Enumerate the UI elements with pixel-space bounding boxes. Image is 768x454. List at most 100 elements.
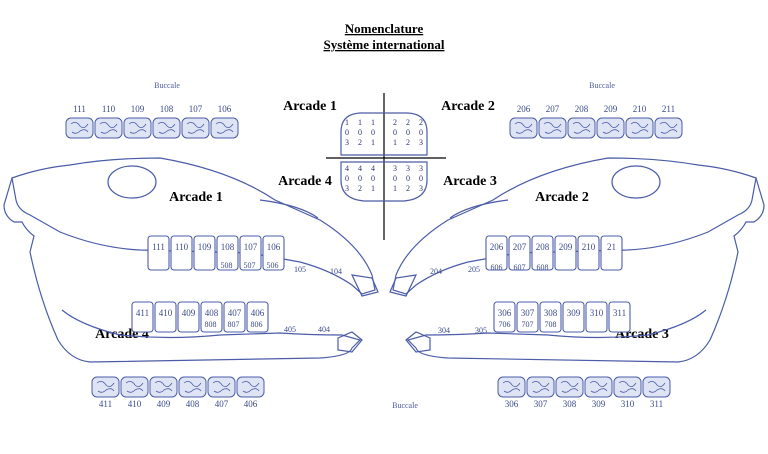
left-upper-premolar-104: 104 [330, 267, 342, 276]
occ-bottom-right-label-310: 310 [621, 399, 635, 409]
occ-bottom-left-tooth-pattern-411 [96, 381, 115, 393]
right-nasal-line [449, 199, 509, 219]
inc-lower-digit-403-0: 4 [345, 164, 349, 173]
left-upper-label-111: 111 [152, 242, 165, 252]
occ-bottom-right-tooth-pattern-311 [647, 381, 666, 393]
inc-upper-digit-203-0: 2 [419, 118, 423, 127]
occ-top-right-label-207: 207 [546, 104, 560, 114]
occ-top-right-tooth-pattern-207 [543, 122, 562, 134]
inc-upper-digit-202-1: 0 [406, 128, 410, 137]
occ-top-left-label-108: 108 [160, 104, 174, 114]
occ-bottom-right-label-306: 306 [505, 399, 519, 409]
lower-incisor-arch [340, 161, 428, 202]
occ-bottom-left-label-407: 407 [215, 399, 229, 409]
inc-lower-digit-303-2: 3 [419, 184, 423, 193]
right-upper-incisor [389, 274, 418, 297]
right-upper-premolar-205: 205 [468, 265, 480, 274]
left-upper-tooth-110 [170, 235, 193, 271]
occ-top-left-label-111: 111 [73, 104, 86, 114]
right-upper-label-209: 209 [559, 242, 573, 252]
occ-bottom-right-tooth-310 [613, 376, 642, 398]
left-skull-lower-contour [3, 177, 362, 363]
arcade-3-label-top: Arcade 3 [443, 174, 497, 189]
occ-top-right-label-210: 210 [633, 104, 647, 114]
inc-lower-digit-402-2: 2 [358, 184, 362, 193]
left-lower-label-406: 406 [251, 308, 265, 318]
inc-lower-digit-301-1: 0 [393, 174, 397, 183]
left-upper-label-109: 109 [198, 242, 212, 252]
left-lower-label-408: 408 [205, 308, 219, 318]
occ-bottom-right-label-307: 307 [534, 399, 548, 409]
left-upper-tooth-109 [193, 235, 216, 271]
inc-upper-digit-203-1: 0 [419, 128, 423, 137]
occ-bottom-left-tooth-411 [91, 376, 120, 398]
occ-top-right-label-211: 211 [662, 104, 675, 114]
inc-lower-digit-303-1: 0 [419, 174, 423, 183]
right-lower-tooth-307 [516, 301, 539, 333]
inc-upper-digit-101-2: 1 [371, 138, 375, 147]
right-upper-tooth-206 [485, 235, 508, 271]
occ-bottom-left-tooth-pattern-406 [241, 381, 260, 393]
inc-upper-digit-102-1: 0 [358, 128, 362, 137]
occ-top-left-tooth-107 [181, 117, 210, 139]
left-upper-tooth-108 [216, 235, 239, 271]
arcade-2-label-skull: Arcade 2 [535, 190, 589, 205]
title-line2: Système international [324, 37, 445, 52]
inc-upper-digit-203-2: 3 [419, 138, 423, 147]
occ-top-right-tooth-210 [625, 117, 654, 139]
left-upper-deciduous-506: 506 [267, 261, 279, 270]
title-line1: Nomenclature [345, 21, 424, 36]
left-lower-tooth-411 [131, 301, 154, 333]
occ-bottom-right-tooth-pattern-309 [589, 381, 608, 393]
inc-lower-digit-302-2: 2 [406, 184, 410, 193]
right-lower-tooth-308 [539, 301, 562, 333]
right-upper-deciduous-606: 606 [491, 263, 503, 272]
inc-upper-digit-102-0: 1 [358, 118, 362, 127]
left-lower-label-411: 411 [136, 308, 149, 318]
inc-lower-digit-302-1: 0 [406, 174, 410, 183]
left-nasal-line [259, 199, 319, 219]
right-lower-deciduous-706: 706 [499, 320, 511, 329]
occ-top-left-tooth-pattern-108 [157, 122, 176, 134]
left-lower-premolar-404: 404 [318, 325, 330, 334]
left-lower-tooth-406 [246, 301, 269, 333]
occ-bottom-left-tooth-pattern-409 [154, 381, 173, 393]
left-upper-tooth-111 [147, 235, 170, 271]
left-upper-premolar-105: 105 [294, 265, 306, 274]
left-lower-incisor [337, 331, 363, 353]
left-lower-premolar-405: 405 [284, 325, 296, 334]
inc-upper-digit-103-2: 3 [345, 138, 349, 147]
right-skull-lower-contour [406, 177, 765, 363]
occ-bottom-left-tooth-pattern-410 [125, 381, 144, 393]
occ-top-left-tooth-pattern-109 [128, 122, 147, 134]
inc-lower-digit-403-2: 3 [345, 184, 349, 193]
right-lower-deciduous-707: 707 [522, 320, 534, 329]
arcade-4-label-top: Arcade 4 [278, 174, 332, 189]
left-lower-tooth-407 [223, 301, 246, 333]
occ-top-left-tooth-110 [94, 117, 123, 139]
occ-bottom-right-tooth-307 [526, 376, 555, 398]
inc-lower-digit-301-2: 1 [393, 184, 397, 193]
occ-top-left-tooth-109 [123, 117, 152, 139]
inc-lower-digit-301-0: 3 [393, 164, 397, 173]
right-skull-outline [389, 157, 765, 363]
occ-bottom-left-tooth-408 [178, 376, 207, 398]
occ-top-left-tooth-pattern-106 [215, 122, 234, 134]
occ-top-left-label-106: 106 [218, 104, 232, 114]
occ-top-right-label-209: 209 [604, 104, 618, 114]
occ-top-right-tooth-pattern-206 [514, 122, 533, 134]
occ-bottom-left-tooth-pattern-408 [183, 381, 202, 393]
left-lower-tooth-410 [154, 301, 177, 333]
left-upper-tooth-106 [262, 235, 285, 271]
right-lower-label-308: 308 [544, 308, 558, 318]
arcade-2-label-top: Arcade 2 [441, 99, 495, 114]
occ-bottom-right-label-311: 311 [650, 399, 663, 409]
left-upper-tooth-107 [239, 235, 262, 271]
